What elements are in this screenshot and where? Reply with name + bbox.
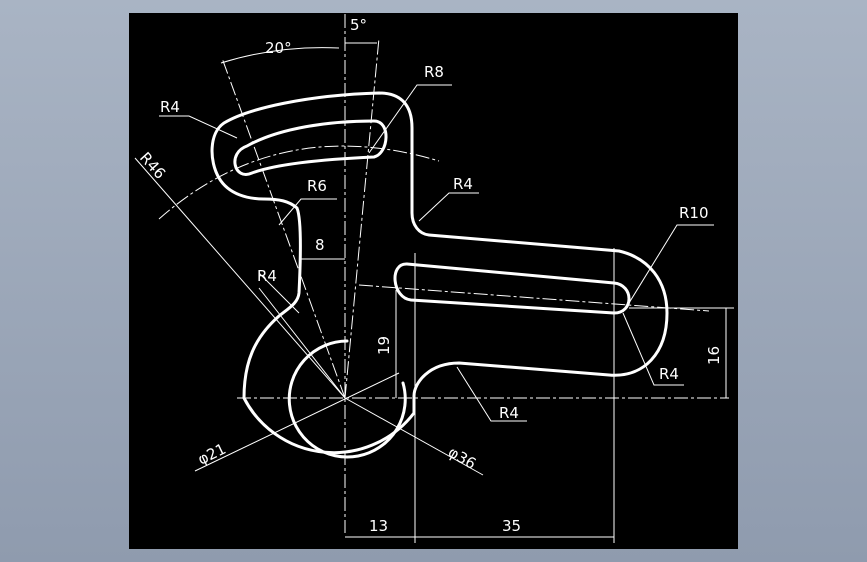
outer-contour: [210, 91, 669, 455]
leader-r10: [628, 224, 714, 304]
part-outline: [210, 91, 669, 459]
angle-20-centerline: [221, 57, 346, 399]
leader-r46: [134, 157, 346, 399]
label-r4-upper-left: R4: [160, 98, 180, 116]
label-r6: R6: [307, 177, 327, 195]
leader-r4-upper-right: [418, 192, 479, 222]
label-r4-right: R4: [659, 365, 679, 383]
label-dim-8: 8: [315, 236, 325, 254]
leader-r4-lower: [456, 366, 527, 422]
radial-r4-left: [258, 287, 346, 399]
dimension-lines: [134, 42, 734, 543]
label-r46: R46: [136, 149, 169, 183]
label-phi36: φ36: [445, 443, 479, 473]
label-angle-20: 20°: [265, 39, 292, 57]
label-r4-lower: R4: [499, 404, 519, 422]
upper-slot: [233, 119, 388, 176]
label-dim-35: 35: [502, 517, 521, 535]
leader-r6: [278, 198, 337, 226]
angle-5-centerline: [344, 37, 380, 399]
center-lines: [158, 14, 729, 533]
label-dim-16: 16: [705, 346, 723, 365]
leader-r4-left: [258, 272, 300, 314]
leader-phi21: [194, 372, 400, 472]
label-r4-upper-right: R4: [453, 175, 473, 193]
label-angle-5: 5°: [350, 16, 367, 34]
right-slot: [393, 262, 631, 315]
dimension-labels: 5° 20° R8 R4 R46 R6 R4 R10 8 R4 19 16 R4…: [136, 16, 723, 535]
leader-r4-upper-left: [159, 115, 238, 139]
leader-phi36: [344, 397, 484, 476]
r46-arc-centerline: [158, 145, 440, 220]
label-r4-left: R4: [257, 267, 277, 285]
label-r10: R10: [679, 204, 709, 222]
leader-r4-right: [622, 312, 684, 386]
label-r8: R8: [424, 63, 444, 81]
cad-drawing: 5° 20° R8 R4 R46 R6 R4 R10 8 R4 19 16 R4…: [134, 14, 734, 543]
cad-viewport[interactable]: 5° 20° R8 R4 R46 R6 R4 R10 8 R4 19 16 R4…: [129, 13, 738, 549]
slot-centerline: [358, 284, 710, 312]
leader-r8: [368, 84, 452, 154]
label-phi21: φ21: [195, 440, 229, 469]
inner-circle-phi21: [287, 339, 407, 459]
label-dim-19: 19: [375, 336, 393, 355]
label-dim-13: 13: [369, 517, 388, 535]
dim-20-arc: [220, 47, 340, 64]
